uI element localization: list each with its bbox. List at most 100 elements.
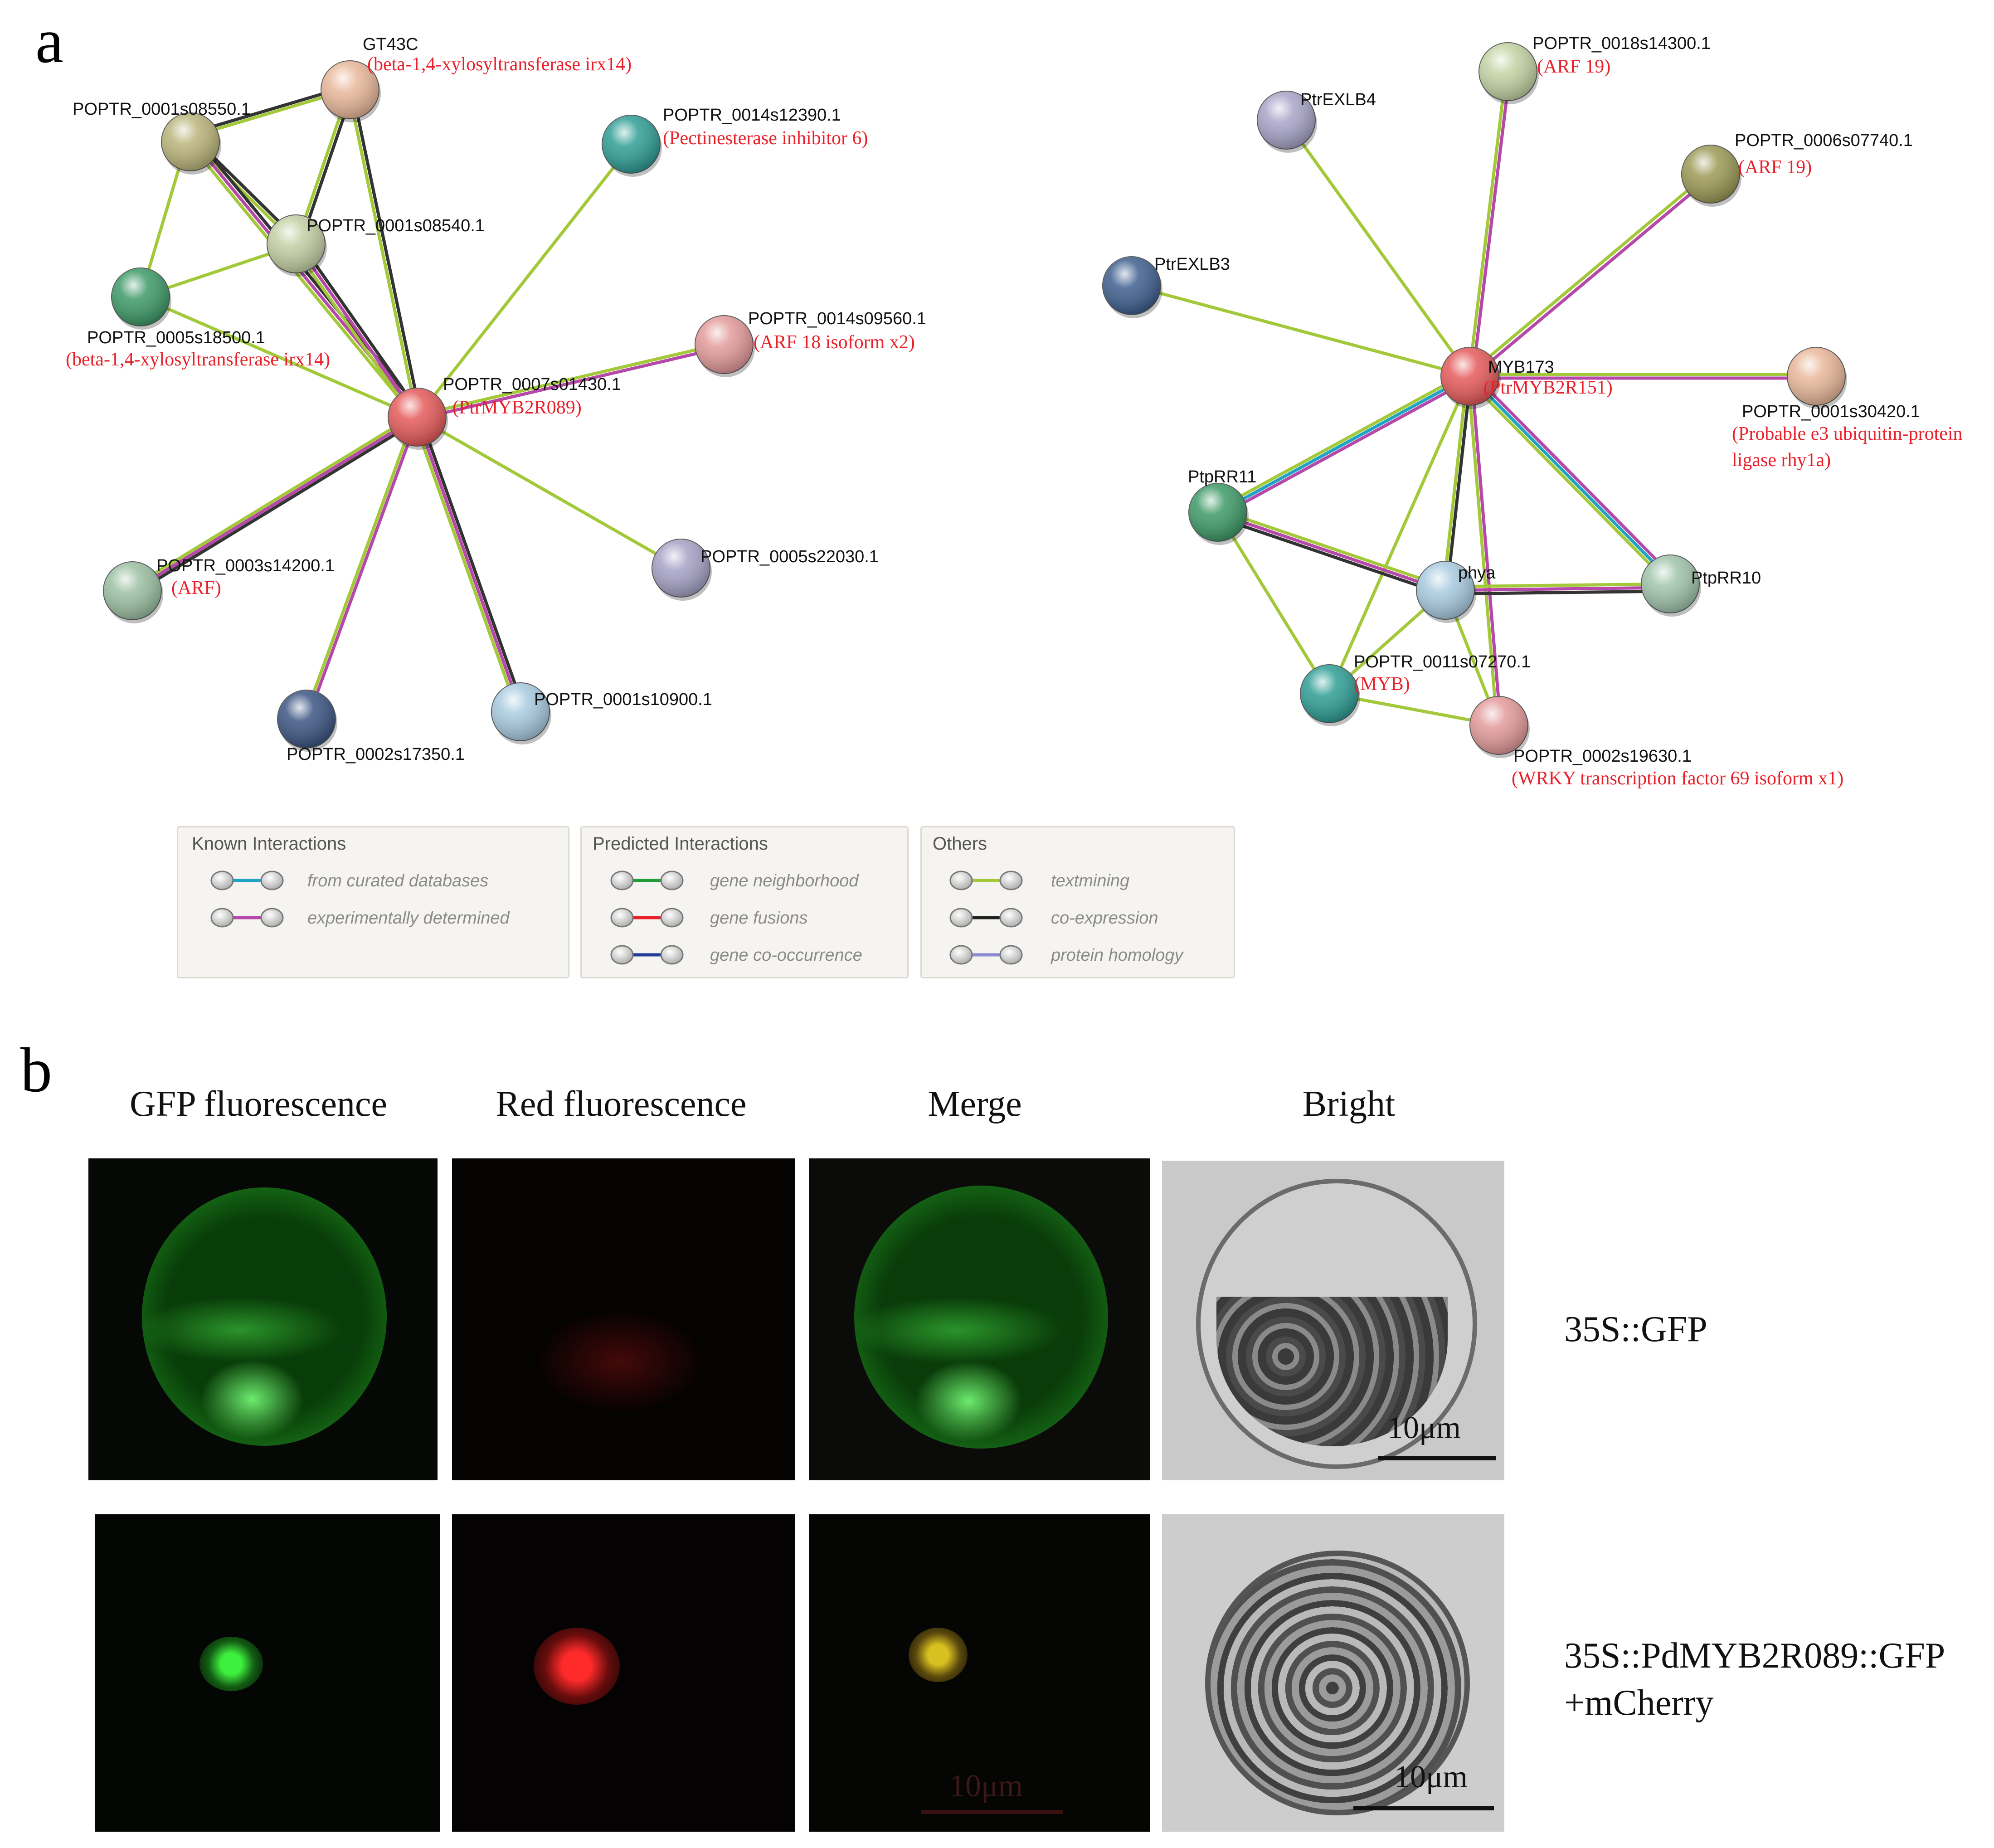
node-highlight (695, 316, 753, 374)
row-label-1-line: 35S::GFP (1564, 1309, 1707, 1349)
legend-swatch-ball (660, 871, 684, 890)
node-highlight (321, 61, 379, 119)
legend-swatch-ball (260, 908, 284, 928)
network-node: POPTR_0002s17350.1 (277, 690, 465, 764)
edge (1471, 72, 1512, 378)
node-name-label: phya (1458, 564, 1496, 583)
edge (303, 415, 416, 718)
legend-swatch-ball (610, 945, 634, 965)
row-label-2-line-1: 35S::PdMYB2R089::GFP (1564, 1636, 1945, 1676)
panel-a-letter: a (35, 6, 64, 76)
node-name-label: POPTR_0007s01430.1 (443, 375, 621, 394)
legend-swatch-ball (660, 945, 684, 965)
node-highlight (161, 113, 219, 171)
legend-swatch (610, 871, 684, 890)
edge (186, 139, 416, 418)
network-node: POPTR_0003s14200.1 (ARF) (103, 556, 335, 623)
legend-swatch-ball (660, 908, 684, 928)
edge (292, 246, 416, 420)
node-annotation-label: (PtrMYB2R089) (452, 397, 582, 418)
column-header-merge: Merge (928, 1084, 1022, 1124)
interaction-networks: GT43C(beta-1,4-xylosyltransferase irx14)… (66, 34, 1963, 789)
network-node: POPTR_0007s01430.1 (PtrMYB2R089) (388, 375, 621, 450)
legend-swatch (949, 945, 1023, 965)
legend-item-coexpression: co-expression (1051, 909, 1158, 928)
network-node: POPTR_0014s09560.1(ARF 18 isoform x2) (695, 309, 926, 377)
node-annotation-label: (ARF 19) (1738, 157, 1812, 178)
node-annotation-label: (beta-1,4-xylosyltransferase irx14) (66, 349, 330, 370)
legend-swatch-ball (999, 945, 1023, 965)
edge (1445, 589, 1669, 596)
legend-predicted-title: Predicted Interactions (593, 834, 768, 854)
edge (350, 89, 423, 417)
node-highlight (1416, 561, 1474, 619)
node-name-label: POPTR_0003s14200.1 (156, 556, 335, 575)
edge (1471, 372, 1673, 577)
edge (1215, 515, 1444, 596)
network-node: PtpRR11 (1188, 467, 1256, 545)
node-name-label: PtpRR10 (1691, 569, 1761, 588)
edge (1445, 376, 1473, 589)
legend-swatch (610, 908, 684, 928)
node-highlight (1189, 483, 1247, 541)
node-name-label: PtrEXLB4 (1300, 90, 1376, 109)
node-annotation-label: (ARF) (171, 578, 221, 598)
node-annotation-label: (ARF 18 isoform x2) (754, 332, 915, 353)
node-highlight (1470, 696, 1528, 754)
node-name-label: POPTR_0002s17350.1 (287, 745, 465, 764)
network-node: PtpRR10 (1641, 554, 1761, 617)
row-label-2: 35S::PdMYB2R089::GFP +mCherry (1564, 1632, 1945, 1726)
legend-swatch (210, 871, 284, 890)
node-name-label: PtrEXLB3 (1154, 255, 1230, 274)
node-name-label: POPTR_0006s07740.1 (1735, 131, 1913, 150)
edge (1466, 378, 1668, 583)
node-highlight (103, 562, 161, 620)
node-name-label: POPTR_0001s08540.1 (306, 216, 485, 235)
edge (133, 418, 420, 595)
legend-known-box: Known Interactions (177, 826, 569, 978)
legend-swatch (210, 908, 284, 928)
micrograph-gfp-row1 (88, 1158, 438, 1480)
legend-known-title: Known Interactions (192, 834, 346, 854)
edge (1469, 375, 1671, 580)
network-node: POPTR_0006s07740.1 (ARF 19) (1681, 131, 1913, 207)
micrograph-red-row2 (452, 1514, 795, 1832)
scale-bar-row1 (1378, 1456, 1496, 1460)
legend-swatch-ball (949, 871, 973, 890)
node-name-label: MYB173 (1488, 358, 1554, 377)
micrograph-bright-row1 (1162, 1161, 1504, 1480)
edge (347, 90, 419, 418)
edge (418, 345, 725, 421)
node-name-label: POPTR_0001s08550.1 (73, 100, 251, 119)
node-highlight (1103, 257, 1161, 315)
edge (1469, 175, 1713, 379)
edge (1219, 377, 1472, 518)
node-highlight (112, 268, 170, 326)
right-network-edges (1131, 71, 1816, 727)
edge (1442, 376, 1469, 589)
edge (1470, 376, 1503, 726)
legend-swatch-ball (210, 871, 234, 890)
legend-item-homology: protein homology (1051, 946, 1183, 965)
node-name-label: POPTR_0018s14300.1 (1532, 34, 1711, 53)
edge (299, 241, 422, 416)
row-label-1: 35S::GFP (1564, 1306, 1707, 1353)
node-highlight (1479, 43, 1537, 101)
edge (418, 415, 526, 710)
node-name-label: POPTR_0014s12390.1 (663, 106, 841, 125)
legend-swatch-ball (610, 871, 634, 890)
node-annotation-label: (MYB) (1354, 674, 1410, 695)
edge (416, 415, 682, 570)
edge (415, 416, 523, 712)
legend-swatch (610, 945, 684, 965)
node-highlight (267, 215, 325, 273)
node-highlight (602, 115, 660, 173)
legend-swatches (210, 871, 1023, 965)
node-name-label: POPTR_0011s07270.1 (1354, 652, 1531, 671)
node-name-label: PtpRR11 (1188, 467, 1256, 486)
network-node: POPTR_0001s08550.1 (73, 100, 251, 175)
network-node: PtrEXLB3 (1102, 255, 1230, 318)
scale-label-merge-row2: 10μm (949, 1769, 1023, 1804)
network-node: PtrEXLB4 (1257, 90, 1376, 153)
network-node: POPTR_0001s08540.1 (267, 214, 485, 277)
